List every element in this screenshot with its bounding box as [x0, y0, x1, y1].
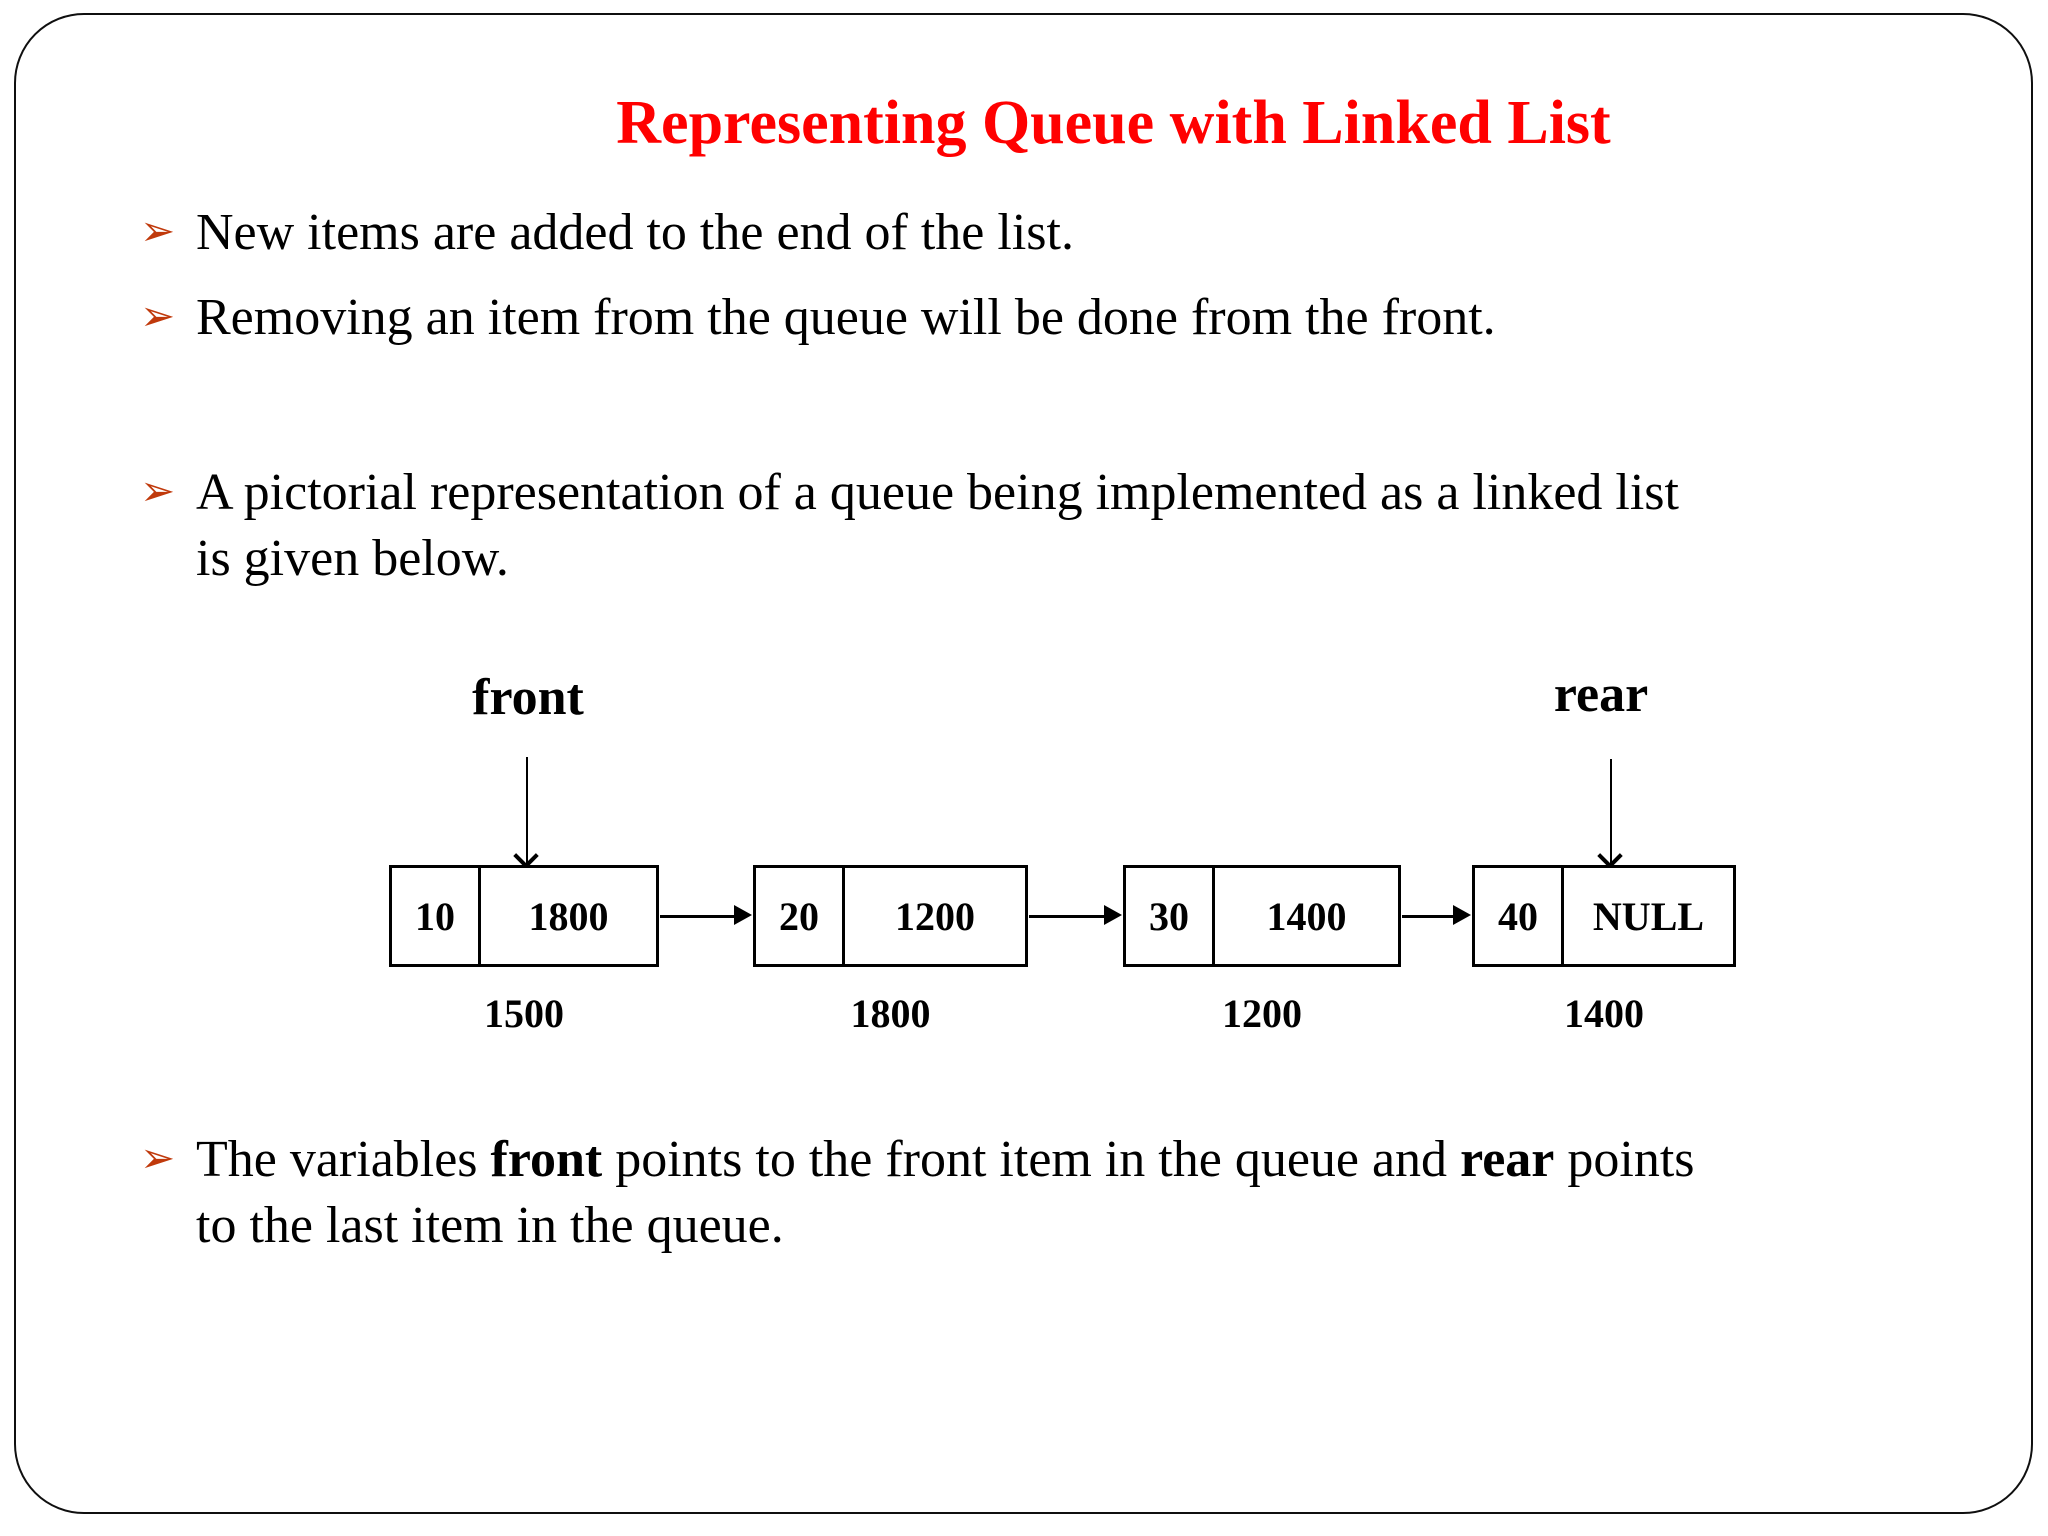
bullet-text: A pictorial representation of a queue be…: [196, 460, 1941, 592]
bullet-text-segment: points to the front item in the queue an…: [602, 1131, 1461, 1188]
bullet-item: ➢ Removing an item from the queue will b…: [140, 285, 1941, 351]
arrow-bullet-icon: ➢: [140, 206, 176, 255]
node-next-cell: 1800: [528, 893, 609, 939]
link-arrow-icon: [660, 904, 752, 926]
front-pointer-label: front: [472, 669, 584, 726]
link-arrow-icon: [1402, 904, 1471, 926]
node-address-label: 1800: [850, 991, 931, 1036]
node-address-label: 1400: [1564, 991, 1644, 1036]
list-node: 20 1200: [753, 865, 1028, 967]
front-pointer-arrow-icon: [514, 757, 538, 865]
bullet-item: ➢ A pictorial representation of a queue …: [140, 460, 1941, 592]
rear-pointer-arrow-icon: [1598, 759, 1622, 865]
list-node: 40 NULL: [1472, 865, 1736, 967]
link-arrow-icon: [1029, 904, 1122, 926]
bullet-text-line: is given below.: [196, 530, 509, 587]
node-data-cell: 10: [392, 868, 481, 964]
node-address-label: 1500: [484, 991, 564, 1036]
bullet-text: Removing an item from the queue will be …: [196, 289, 1496, 346]
bullet-text-segment: The variables: [196, 1131, 491, 1188]
node-next-cell: NULL: [1592, 893, 1705, 939]
node-data-cell: 40: [1475, 868, 1564, 964]
bullet-text: The variables front points to the front …: [196, 1127, 1941, 1259]
bullet-text-bold-front: front: [490, 1131, 603, 1188]
bullet-text-line: to the last item in the queue.: [196, 1197, 784, 1254]
node-data-cell: 20: [756, 868, 845, 964]
queue-linked-list-diagram: front rear 10 1800 20 1200 30 1400 40 NU…: [16, 15, 2031, 1512]
node-next-cell: 1200: [895, 893, 975, 939]
bullet-text: New items are added to the end of the li…: [196, 204, 1074, 261]
arrow-bullet-icon: ➢: [140, 466, 176, 515]
arrow-bullet-icon: ➢: [140, 291, 176, 340]
node-data-cell: 30: [1126, 868, 1215, 964]
presentation-slide: Representing Queue with Linked List ➢ Ne…: [14, 13, 2033, 1514]
bullet-text-segment: points: [1554, 1131, 1695, 1188]
bullet-text-line: The variables front points to the front …: [196, 1127, 1941, 1193]
list-node: 10 1800: [389, 865, 659, 967]
arrow-bullet-icon: ➢: [140, 1133, 176, 1182]
bullet-text-bold-rear: rear: [1460, 1131, 1555, 1188]
node-address-label: 1200: [1222, 991, 1302, 1036]
list-node: 30 1400: [1123, 865, 1401, 967]
bullet-item: ➢ New items are added to the end of the …: [140, 200, 1941, 266]
rear-pointer-label: rear: [1553, 666, 1649, 723]
bullet-item: ➢ The variables front points to the fron…: [140, 1127, 1941, 1259]
slide-title: Representing Queue with Linked List: [616, 89, 1611, 157]
bullet-text-line: A pictorial representation of a queue be…: [196, 464, 1679, 521]
node-next-cell: 1400: [1266, 893, 1347, 939]
